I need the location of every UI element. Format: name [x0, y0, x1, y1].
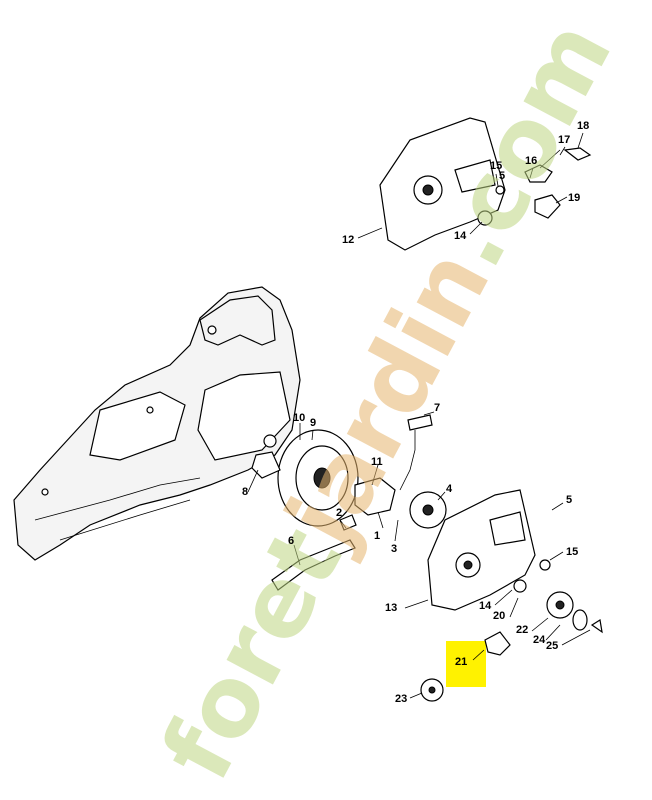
callout-12: 12 — [342, 234, 355, 246]
sprocket-cover-lower — [427, 489, 551, 611]
callout-10: 10 — [293, 412, 306, 424]
callout-22: 22 — [516, 624, 529, 636]
callout-5a: 5 — [499, 170, 506, 182]
callout-1: 1 — [374, 530, 381, 542]
callout-14a: 14 — [454, 230, 467, 242]
sprocket-small-parts — [420, 579, 603, 702]
callout-15b: 15 — [566, 546, 579, 558]
callout-24: 24 — [533, 634, 546, 646]
callout-11: 11 — [371, 456, 383, 468]
oil-pump-assembly — [271, 414, 433, 591]
callout-18: 18 — [577, 120, 590, 132]
callout-7: 7 — [434, 402, 441, 414]
callout-4: 4 — [446, 483, 453, 495]
callout-17: 17 — [558, 134, 571, 146]
motor-housing — [13, 286, 301, 561]
clutch-assembly — [251, 429, 359, 527]
callout-5b: 5 — [566, 494, 573, 506]
callout-3: 3 — [391, 543, 398, 555]
callout-23: 23 — [395, 693, 408, 705]
callout-20: 20 — [493, 610, 506, 622]
callout-21: 21 — [455, 656, 468, 668]
chain-sprocket — [409, 491, 447, 529]
sprocket-cover-upper — [379, 117, 592, 251]
callout-8: 8 — [242, 486, 249, 498]
callout-6: 6 — [288, 535, 295, 547]
leader-lines — [247, 132, 591, 699]
callout-13: 13 — [385, 602, 398, 614]
callout-25: 25 — [546, 640, 559, 652]
highlight-box-21 — [446, 641, 486, 687]
callout-19: 19 — [568, 192, 581, 204]
callout-14b: 14 — [479, 600, 492, 612]
callout-15a: 15 — [490, 160, 503, 172]
callout-16: 16 — [525, 155, 538, 167]
callout-2: 2 — [336, 507, 343, 519]
callout-9: 9 — [310, 417, 317, 429]
